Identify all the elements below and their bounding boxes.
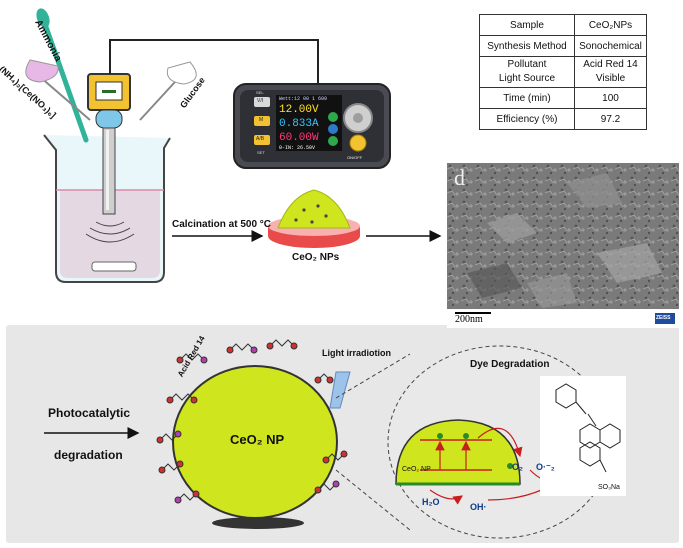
psu-button-ab: A/B [256, 136, 265, 142]
water-label: H₂O [422, 497, 440, 507]
table-key-line: Light Source [498, 73, 556, 84]
psu-button-m: M [259, 117, 264, 123]
sem-logo: ZEISS [656, 315, 671, 321]
psu-button-set: SET [257, 150, 265, 155]
photocatalytic-label: Photocatalytic [48, 406, 131, 420]
glucose-spatula-icon [139, 61, 197, 121]
light-label: Light irradiotion [322, 348, 391, 358]
np-shadow [212, 517, 304, 529]
dye-molecules [156, 339, 348, 504]
table-row: Pollutant Light Source Acid Red 14 Visib… [479, 56, 647, 88]
cerium-salt-spatula-icon [25, 59, 91, 121]
zoom-line-top [335, 353, 411, 399]
zoom-line-bottom [335, 469, 411, 531]
table-value-line: Visible [595, 73, 626, 84]
ceo2-nanoparticle [172, 365, 338, 519]
sem-panel-letter: d [454, 165, 465, 190]
table-row: Time (min) 100 [479, 87, 647, 109]
table-key: Efficiency (%) [479, 108, 575, 130]
table-value: 97.2 [574, 108, 647, 130]
psu-button-sel: SEL [256, 90, 264, 95]
product-label: CeO₂ NPs [292, 252, 340, 263]
hydroxyl-label: OH· [470, 502, 487, 512]
nanoparticle-label: CeO₂ NP [230, 432, 285, 447]
table-row: Efficiency (%) 97.2 [479, 108, 647, 130]
psu-header: Wett:12 00 1 600 [279, 96, 328, 102]
table-key: Sample [479, 14, 575, 36]
psu-button-vi: V/I [257, 98, 264, 104]
calcination-label: Calcination at 500 °C [172, 219, 272, 230]
table-row: Sample CeO₂NPs [479, 14, 647, 36]
table-key-line: Pollutant [507, 59, 547, 70]
oxygen-label: O₂ [512, 462, 523, 472]
ultrasonic-probe-icon [87, 73, 131, 215]
psu-voltage: 12.00V [279, 104, 319, 116]
table-value: Acid Red 14 Visible [574, 56, 647, 88]
sulfonate-label: SO₃Na [598, 484, 620, 491]
table-key: Pollutant Light Source [479, 56, 575, 88]
table-value: CeO₂NPs [574, 14, 647, 36]
inset-np-label: CeO₂ NP [402, 466, 431, 473]
table-key: Time (min) [479, 87, 575, 109]
psu-knob-label: ON/OFF [347, 155, 363, 160]
superoxide-label: O·⁻₂ [536, 462, 555, 472]
psu-current: 0.833A [279, 118, 319, 130]
petri-dish-icon [268, 189, 360, 248]
table-key: Synthesis Method [479, 35, 575, 57]
table-value: Sonochemical [574, 35, 647, 57]
inset-title: Dye Degradation [470, 359, 550, 370]
sem-image: d 200nm ZEISS [447, 163, 679, 328]
sem-scale-bar-label: 200nm [455, 314, 483, 325]
sample-table: Sample CeO₂NPs Synthesis Method Sonochem… [479, 14, 647, 130]
table-row: Synthesis Method Sonochemical [479, 35, 647, 57]
table-value-line: Acid Red 14 [583, 59, 638, 70]
psu-footer: 0-IN: 26.50V [279, 145, 316, 151]
power-supply-device [233, 83, 391, 169]
dye-structure-icon [540, 376, 626, 496]
light-beam-icon [329, 371, 351, 409]
psu-power: 60.00W [279, 132, 319, 144]
ammonia-pipette-icon [36, 8, 89, 143]
table-value: 100 [574, 87, 647, 109]
inset-nanoparticle [395, 419, 521, 485]
power-cable [109, 39, 319, 84]
degradation-label: degradation [54, 448, 123, 462]
